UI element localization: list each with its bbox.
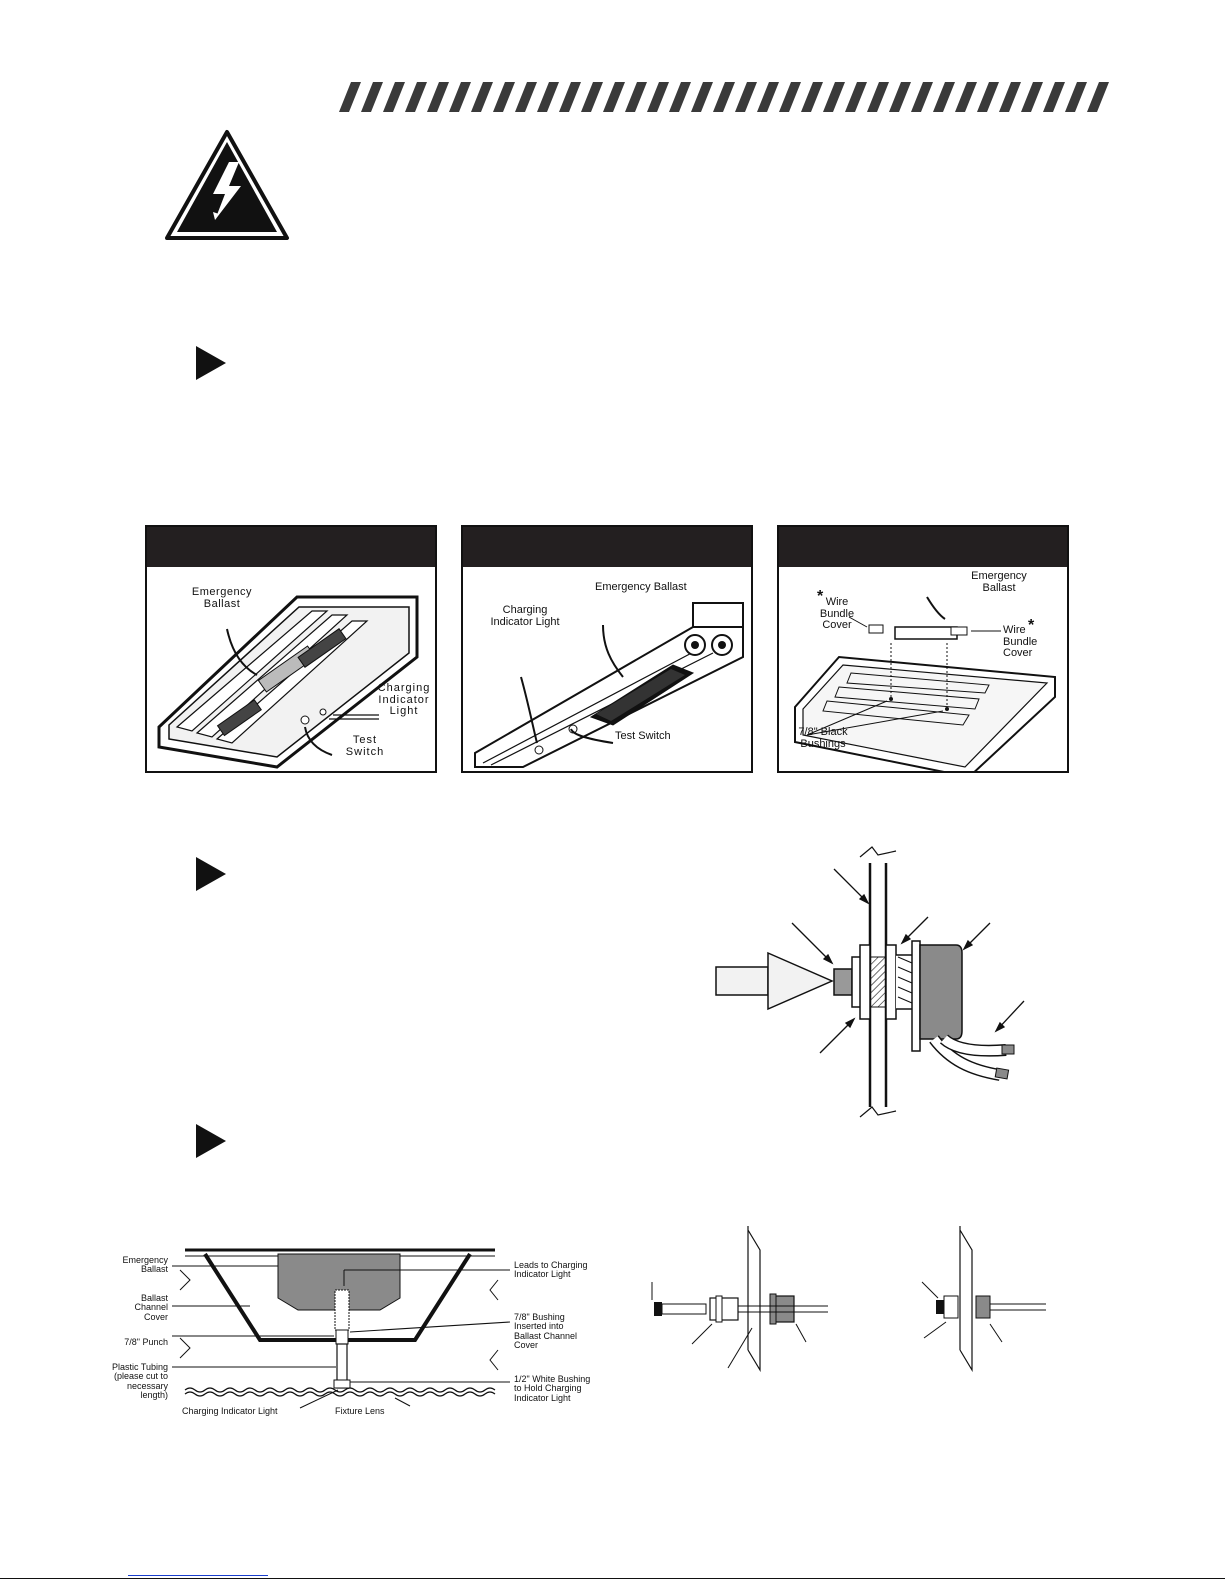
label-section-channel-cover: Ballast Channel Cover bbox=[134, 1293, 168, 1322]
label-section-punch: 7/8" Punch bbox=[124, 1337, 168, 1347]
header-stripe bbox=[867, 82, 889, 112]
label-emergency-ballast: Emergency Ballast bbox=[971, 570, 1027, 594]
label-wire-bundle-cover-right: Wire Bundle Cover bbox=[1003, 624, 1038, 660]
panel-header bbox=[779, 527, 1067, 567]
header-stripe bbox=[1065, 82, 1087, 112]
panel-header bbox=[147, 527, 435, 567]
strip-fixture-illustration bbox=[474, 602, 744, 768]
header-stripe bbox=[779, 82, 801, 112]
label-section-tubing: Plastic Tubing (please cut to necessary … bbox=[111, 1362, 168, 1401]
label-section-indicator: Charging Indicator Light bbox=[182, 1406, 278, 1416]
troffer-illustration bbox=[157, 595, 419, 769]
header-stripe bbox=[889, 82, 911, 112]
step-marker-1 bbox=[196, 346, 226, 380]
label-section-lens: Fixture Lens bbox=[335, 1406, 385, 1416]
header-stripe bbox=[933, 82, 955, 112]
step-marker-3 bbox=[196, 1124, 226, 1158]
footer-link-underline[interactable] bbox=[128, 1575, 268, 1576]
header-stripe bbox=[405, 82, 427, 112]
header-stripe bbox=[977, 82, 999, 112]
ballast-channel-section-diagram bbox=[172, 1248, 511, 1409]
header-stripe bbox=[1021, 82, 1043, 112]
header-stripe bbox=[1087, 82, 1109, 112]
header-stripe bbox=[449, 82, 471, 112]
header-stripe bbox=[339, 82, 361, 112]
header-stripe bbox=[669, 82, 691, 112]
label-section-ballast: Emergency Ballast bbox=[122, 1255, 168, 1275]
header-stripe bbox=[581, 82, 603, 112]
header-stripe bbox=[713, 82, 735, 112]
header-stripe bbox=[1043, 82, 1065, 112]
header-stripe bbox=[801, 82, 823, 112]
header-stripe bbox=[911, 82, 933, 112]
header-stripe bbox=[823, 82, 845, 112]
label-emergency-ballast: Emergency Ballast bbox=[595, 581, 687, 593]
header-stripe bbox=[999, 82, 1021, 112]
header-stripe bbox=[647, 82, 669, 112]
label-charging-indicator-light: Charging Indicator Light bbox=[377, 682, 431, 718]
footer-rule bbox=[0, 1578, 1225, 1579]
indicator-assembled-diagram bbox=[921, 1226, 1046, 1373]
wraparound-illustration bbox=[794, 596, 1056, 771]
indicator-exploded-diagram bbox=[651, 1226, 828, 1373]
label-test-switch: Test Switch bbox=[615, 730, 671, 742]
header-stripe bbox=[691, 82, 713, 112]
header-stripe bbox=[735, 82, 757, 112]
test-switch-mounting-diagram bbox=[715, 846, 1025, 1118]
header-stripe bbox=[845, 82, 867, 112]
label-section-bushing-78: 7/8" Bushing Inserted into Ballast Chann… bbox=[514, 1312, 578, 1351]
label-section-bushing-12: 1/2" White Bushing to Hold Charging Indi… bbox=[514, 1374, 591, 1403]
asterisk-mark-left: * bbox=[817, 588, 824, 605]
header-stripe bbox=[757, 82, 779, 112]
header-stripe bbox=[559, 82, 581, 112]
label-black-bushings: 7/8" Black Bushings bbox=[798, 726, 848, 750]
label-wire-bundle-cover-left: Wire Bundle Cover bbox=[819, 596, 855, 632]
asterisk-mark-right: * bbox=[1028, 617, 1035, 634]
header-stripe-band bbox=[339, 82, 1109, 112]
header-stripe bbox=[537, 82, 559, 112]
electrical-hazard-icon bbox=[165, 130, 289, 240]
header-stripe bbox=[603, 82, 625, 112]
label-emergency-ballast: Emergency Ballast bbox=[191, 586, 253, 610]
label-test-switch: Test Switch bbox=[345, 734, 385, 758]
header-stripe bbox=[361, 82, 383, 112]
header-stripe bbox=[427, 82, 449, 112]
header-stripe bbox=[955, 82, 977, 112]
panel-header bbox=[463, 527, 751, 567]
figure-panel-troffer: Emergency Ballast Charging Indicator Lig… bbox=[145, 525, 437, 773]
figure-panel-strip-fixture: Emergency Ballast Charging Indicator Lig… bbox=[461, 525, 753, 773]
header-stripe bbox=[383, 82, 405, 112]
header-stripe bbox=[493, 82, 515, 112]
label-section-leads: Leads to Charging Indicator Light bbox=[514, 1260, 588, 1280]
label-charging-indicator-light: Charging Indicator Light bbox=[490, 604, 560, 628]
figure-panel-wraparound: Emergency Ballast * Wire Bundle Cover Wi… bbox=[777, 525, 1069, 773]
header-stripe bbox=[625, 82, 647, 112]
header-stripe bbox=[471, 82, 493, 112]
step-marker-2 bbox=[196, 857, 226, 891]
header-stripe bbox=[515, 82, 537, 112]
